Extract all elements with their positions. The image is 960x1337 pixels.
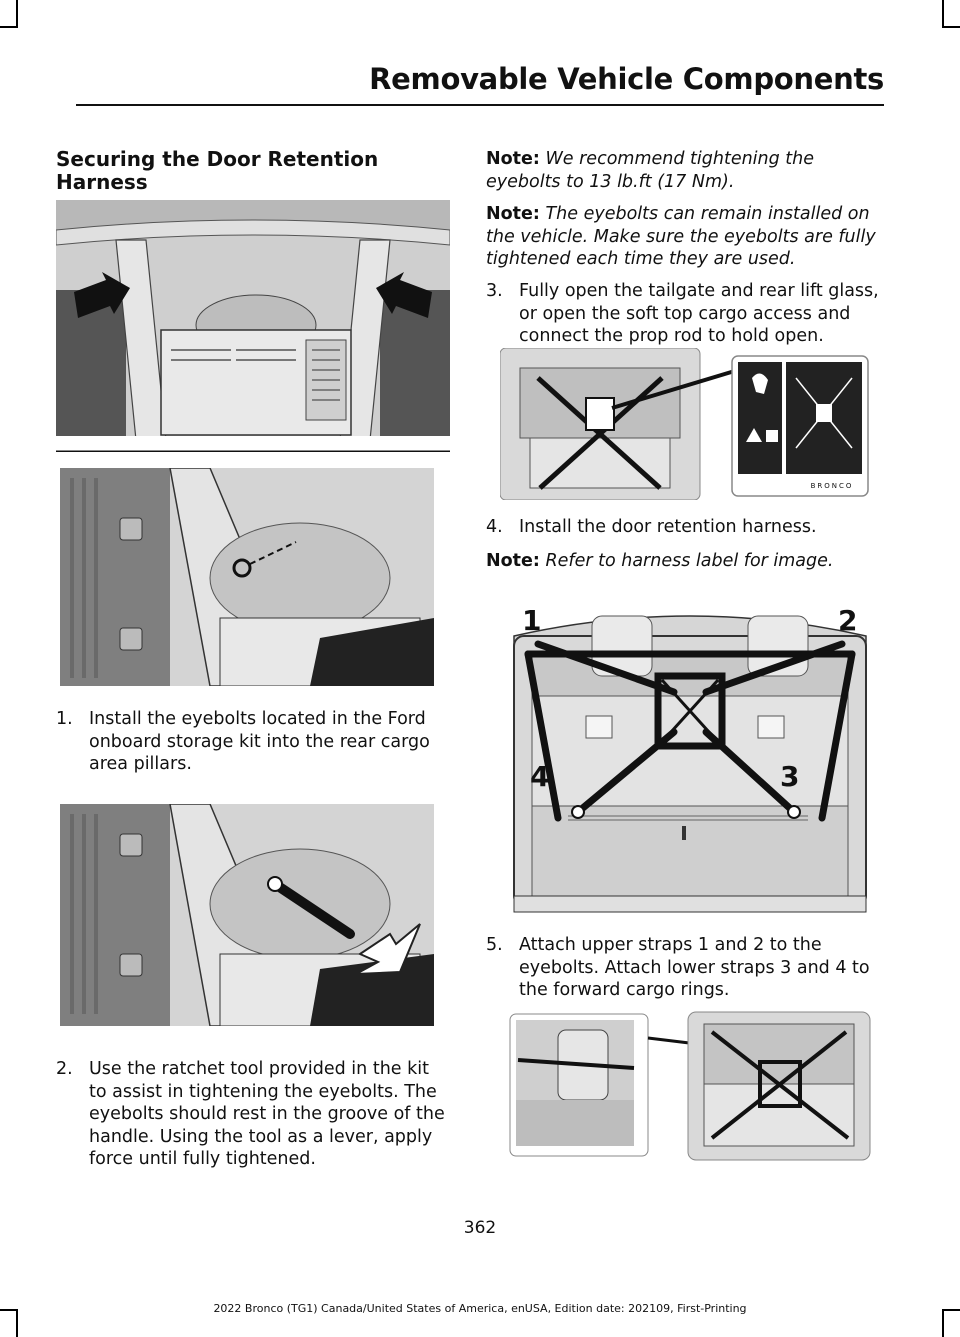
step-text: Use the ratchet tool provided in the kit… bbox=[89, 1059, 445, 1169]
cargo-area-illustration bbox=[56, 200, 450, 452]
step-2: 2. Use the ratchet tool provided in the … bbox=[56, 1058, 452, 1171]
ratchet-tool-icon bbox=[270, 879, 355, 939]
header-divider bbox=[76, 104, 884, 106]
eyebolt-icon bbox=[232, 558, 252, 578]
note-harness-label: Note: Refer to harness label for image. bbox=[486, 550, 882, 573]
crop-mark bbox=[942, 1311, 944, 1337]
figure-strap-detail bbox=[508, 1010, 872, 1162]
crop-mark bbox=[942, 0, 944, 26]
strap-detail-illustration bbox=[509, 1011, 871, 1161]
note-text: Refer to harness label for image. bbox=[545, 551, 834, 571]
crop-mark bbox=[942, 26, 960, 28]
note-eyebolts-remain: Note: The eyebolts can remain installed … bbox=[486, 203, 882, 271]
arrow-down-icon bbox=[355, 923, 421, 975]
figure-eyebolt-install bbox=[60, 468, 434, 686]
step-number: 1. bbox=[56, 709, 73, 729]
arrow-left-icon bbox=[74, 272, 130, 318]
note-torque: Note: We recommend tightening the eyebol… bbox=[486, 148, 882, 193]
step-number: 3. bbox=[486, 281, 503, 301]
note-label: Note: bbox=[486, 204, 540, 224]
note-label: Note: bbox=[486, 149, 540, 169]
harness-installed-illustration: 1 2 3 4 bbox=[508, 596, 872, 918]
step-text: Install the eyebolts located in the Ford… bbox=[89, 709, 430, 774]
step-1: 1. Install the eyebolts located in the F… bbox=[56, 708, 452, 776]
figure-harness-label: BRONCO bbox=[500, 348, 872, 500]
crop-mark bbox=[0, 1309, 18, 1311]
note-text: The eyebolts can remain installed on the… bbox=[486, 204, 876, 269]
bronco-logo-icon bbox=[752, 373, 768, 394]
figure-cargo-area-overview bbox=[56, 200, 450, 452]
crop-mark bbox=[16, 1311, 18, 1337]
callout-3: 3 bbox=[780, 760, 799, 793]
step-number: 4. bbox=[486, 517, 503, 537]
harness-label-illustration: BRONCO bbox=[500, 348, 869, 500]
step-3: 3. Fully open the tailgate and rear lift… bbox=[486, 280, 882, 348]
footer-edition-info: 2022 Bronco (TG1) Canada/United States o… bbox=[213, 1302, 747, 1315]
section-title: Securing the Door Retention Harness bbox=[56, 147, 379, 194]
callout-1: 1 bbox=[522, 604, 541, 637]
callout-2: 2 bbox=[838, 604, 857, 637]
crop-mark bbox=[0, 26, 18, 28]
step-4: 4. Install the door retention harness. bbox=[486, 516, 882, 539]
label-brand-text: BRONCO bbox=[811, 482, 854, 490]
ratchet-illustration bbox=[60, 804, 434, 1026]
crop-mark bbox=[942, 1309, 960, 1311]
step-text: Fully open the tailgate and rear lift gl… bbox=[519, 281, 879, 346]
arrow-right-icon bbox=[376, 272, 432, 318]
warning-icon bbox=[746, 428, 762, 442]
figure-harness-installed: 1 2 3 4 bbox=[508, 596, 872, 918]
eyebolt-illustration bbox=[60, 468, 434, 686]
note-label: Note: bbox=[486, 551, 540, 571]
step-number: 5. bbox=[486, 935, 503, 955]
crop-mark bbox=[16, 0, 18, 26]
step-text: Install the door retention harness. bbox=[519, 517, 817, 537]
figure-ratchet-tool bbox=[60, 804, 434, 1026]
step-number: 2. bbox=[56, 1059, 73, 1079]
step-5: 5. Attach upper straps 1 and 2 to the ey… bbox=[486, 934, 882, 1002]
page-number: 362 bbox=[463, 1218, 497, 1238]
note-text: We recommend tightening the eyebolts to … bbox=[486, 149, 815, 192]
step-text: Attach upper straps 1 and 2 to the eyebo… bbox=[519, 935, 870, 1000]
callout-4: 4 bbox=[530, 760, 549, 793]
info-icon bbox=[766, 430, 778, 442]
page-header-title: Removable Vehicle Components bbox=[369, 62, 884, 96]
